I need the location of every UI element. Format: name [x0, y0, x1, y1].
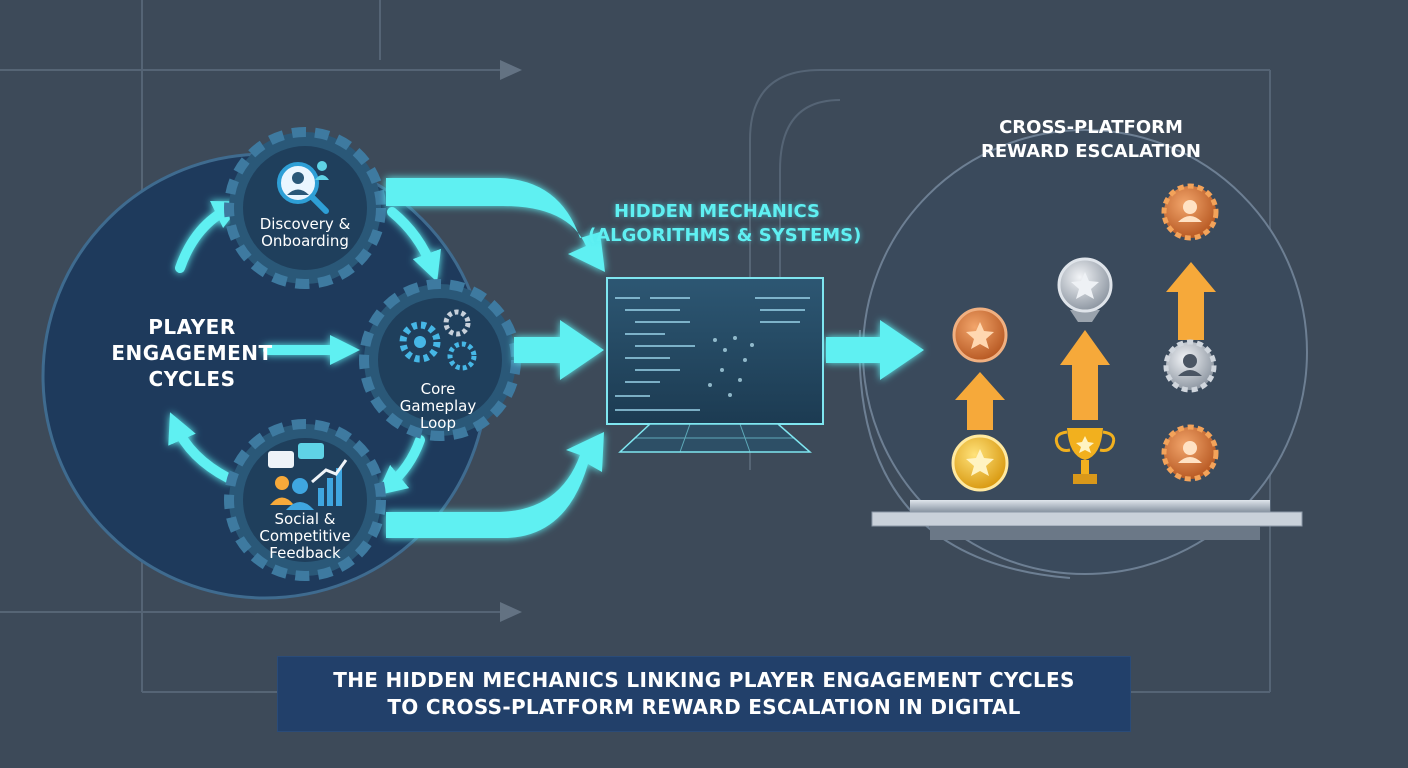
caption-banner: THE HIDDEN MECHANICS LINKING PLAYER ENGA…: [277, 656, 1131, 732]
cycle-arrow-bottom-left: [168, 412, 233, 483]
gear-discovery: [224, 127, 386, 289]
flow-arrow-middle: [514, 320, 604, 380]
hidden-mechanics-title: HIDDEN MECHANICS (ALGORITHMS & SYSTEMS): [588, 201, 862, 246]
flow-arrow-top: [386, 178, 605, 272]
cycle-arrow-top-left: [175, 201, 244, 273]
core-gameplay-loop-label: Core Gameplay Loop: [399, 380, 477, 432]
social-chart-icon: [268, 443, 348, 510]
reward-circle-arc: [858, 329, 1071, 579]
flow-arrow-to-rewards: [826, 320, 924, 380]
flow-arrow-bottom: [386, 432, 604, 539]
flow-arrows: [386, 178, 924, 539]
badge-icon: [1161, 183, 1219, 482]
caption-banner-text: THE HIDDEN MECHANICS LINKING PLAYER ENGA…: [333, 668, 1075, 719]
reward-platform: [871, 500, 1303, 540]
cycle-arrows: [168, 201, 441, 496]
reward-escalation-title: CROSS-PLATFORM REWARD ESCALATION: [981, 117, 1201, 162]
search-user-icon: [277, 161, 329, 214]
escalation-arrows: [955, 262, 1216, 430]
cycle-arrow-top-right: [387, 207, 441, 283]
cycle-arrow-bottom-right: [376, 435, 425, 496]
gears-icon: [399, 309, 477, 371]
discovery-onboarding-label: Discovery & Onboarding: [259, 215, 351, 250]
social-competitive-feedback-label: Social & Competitive Feedback: [259, 510, 351, 562]
trophy-icon: [1054, 257, 1116, 484]
player-engagement-title: PLAYER ENGAGEMENT CYCLES: [111, 315, 273, 391]
code-monitor-icon: [606, 277, 824, 453]
star-medal-icon: [951, 307, 1009, 492]
